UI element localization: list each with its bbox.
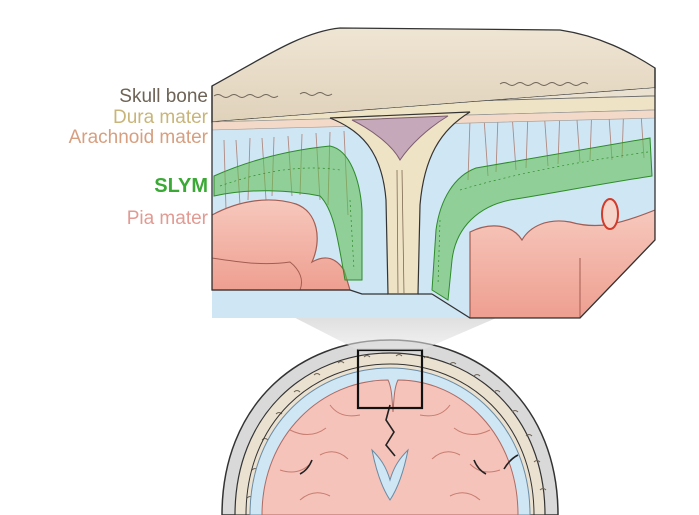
label-dura-mater: Dura mater <box>112 107 208 128</box>
label-arachnoid-mater: Arachnoid mater <box>68 127 208 148</box>
label-pia-mater: Pia mater <box>126 208 208 229</box>
block-bone-pattern <box>213 82 589 98</box>
sagittal-sinus <box>350 115 449 161</box>
meninges-block <box>211 27 656 319</box>
brain-gyri <box>279 404 501 501</box>
brain-tissue-left <box>212 199 351 291</box>
skull-trabecular-pattern <box>246 354 547 499</box>
brain-fissures <box>299 404 519 475</box>
slym-membrane <box>213 137 653 301</box>
label-slym: SLYM <box>154 175 208 197</box>
skull-top-surface <box>211 27 656 123</box>
brain-tissue-right <box>469 209 655 318</box>
head-cross-section <box>221 339 559 515</box>
label-skull-bone: Skull bone <box>119 86 208 107</box>
blood-vessel <box>601 198 619 230</box>
